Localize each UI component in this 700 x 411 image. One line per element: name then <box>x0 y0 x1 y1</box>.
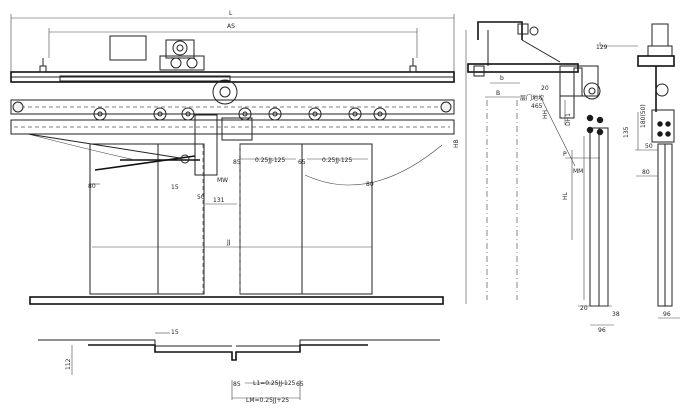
dim-hl: HL <box>562 191 569 200</box>
dim-65: 65 <box>298 159 306 166</box>
dim-panel-right: 0.25JJ-125 <box>322 157 352 164</box>
dim-clear-opening: JJ <box>226 239 231 246</box>
dim-offset-50: 50 <box>197 194 205 201</box>
dim-panel-center: 0.25JJ-125 <box>255 157 285 164</box>
section-view: 129 135 180(50) 50 80 96 <box>596 23 680 319</box>
drive-pulley <box>212 79 238 105</box>
right-pulley <box>440 101 452 113</box>
dim-bh: B <box>496 90 500 97</box>
dim-96-b: 96 <box>663 311 671 318</box>
hanger-plate <box>10 119 455 135</box>
controller-box <box>109 35 147 61</box>
dim-65-plan: 65 <box>296 381 304 388</box>
dim-mm: MM <box>573 168 583 175</box>
dim-left-clear: 80 <box>88 183 96 190</box>
drive-belt-upper <box>59 75 231 82</box>
section-motor <box>651 23 669 47</box>
dim-20: 20 <box>541 85 549 92</box>
dim-offset: 112 <box>65 358 72 370</box>
dim-20-bottom: 20 <box>580 305 588 312</box>
dim-b: b <box>500 75 504 82</box>
dim-38: 38 <box>612 311 620 318</box>
dim-hh: HH <box>542 110 549 119</box>
dim-dh1: DH1 <box>565 113 572 126</box>
dim-header-span: AS <box>227 23 235 30</box>
right-swing-arc <box>304 144 443 186</box>
dim-129: 129 <box>596 44 608 51</box>
dim-50: 50 <box>645 143 653 150</box>
dim-135: 135 <box>623 126 630 138</box>
dim-96-a: 96 <box>598 327 606 334</box>
dim-gap-15: 15 <box>171 184 179 191</box>
motor-unit <box>159 39 205 71</box>
dim-85: 85 <box>233 159 241 166</box>
dim-131: 131 <box>213 197 225 204</box>
dim-height: HB <box>453 139 460 148</box>
door-track <box>10 99 455 115</box>
dim-total-length: L <box>229 10 233 17</box>
note-label: 层门地坎 <box>520 94 544 102</box>
dim-85-plan: 85 <box>233 381 241 388</box>
sill-profile <box>88 344 368 361</box>
left-swing-arc <box>27 133 136 161</box>
dim-180-50: 180(50) <box>640 104 647 128</box>
plan-view: 112 15 85 L1=0.25JJ-125 65 LM=0.25JJ+25 <box>38 329 440 404</box>
door-panels <box>89 143 373 295</box>
dim-p: P <box>563 151 567 158</box>
dim-lm: LM=0.25JJ+25 <box>246 397 289 404</box>
left-pulley <box>12 101 24 113</box>
sill <box>29 296 444 305</box>
front-view: L AS <box>10 10 455 305</box>
side-view: b B 20 层门地坎 465 HB <box>453 21 620 334</box>
dim-mw: MW <box>217 177 228 184</box>
dim-15: 15 <box>171 329 179 336</box>
dim-80: 80 <box>642 169 650 176</box>
dim-right-clear: 80 <box>366 181 374 188</box>
dim-l1: L1=0.25JJ-125 <box>253 380 296 387</box>
top-bracket <box>477 21 523 40</box>
dim-465: 465 <box>531 103 543 110</box>
